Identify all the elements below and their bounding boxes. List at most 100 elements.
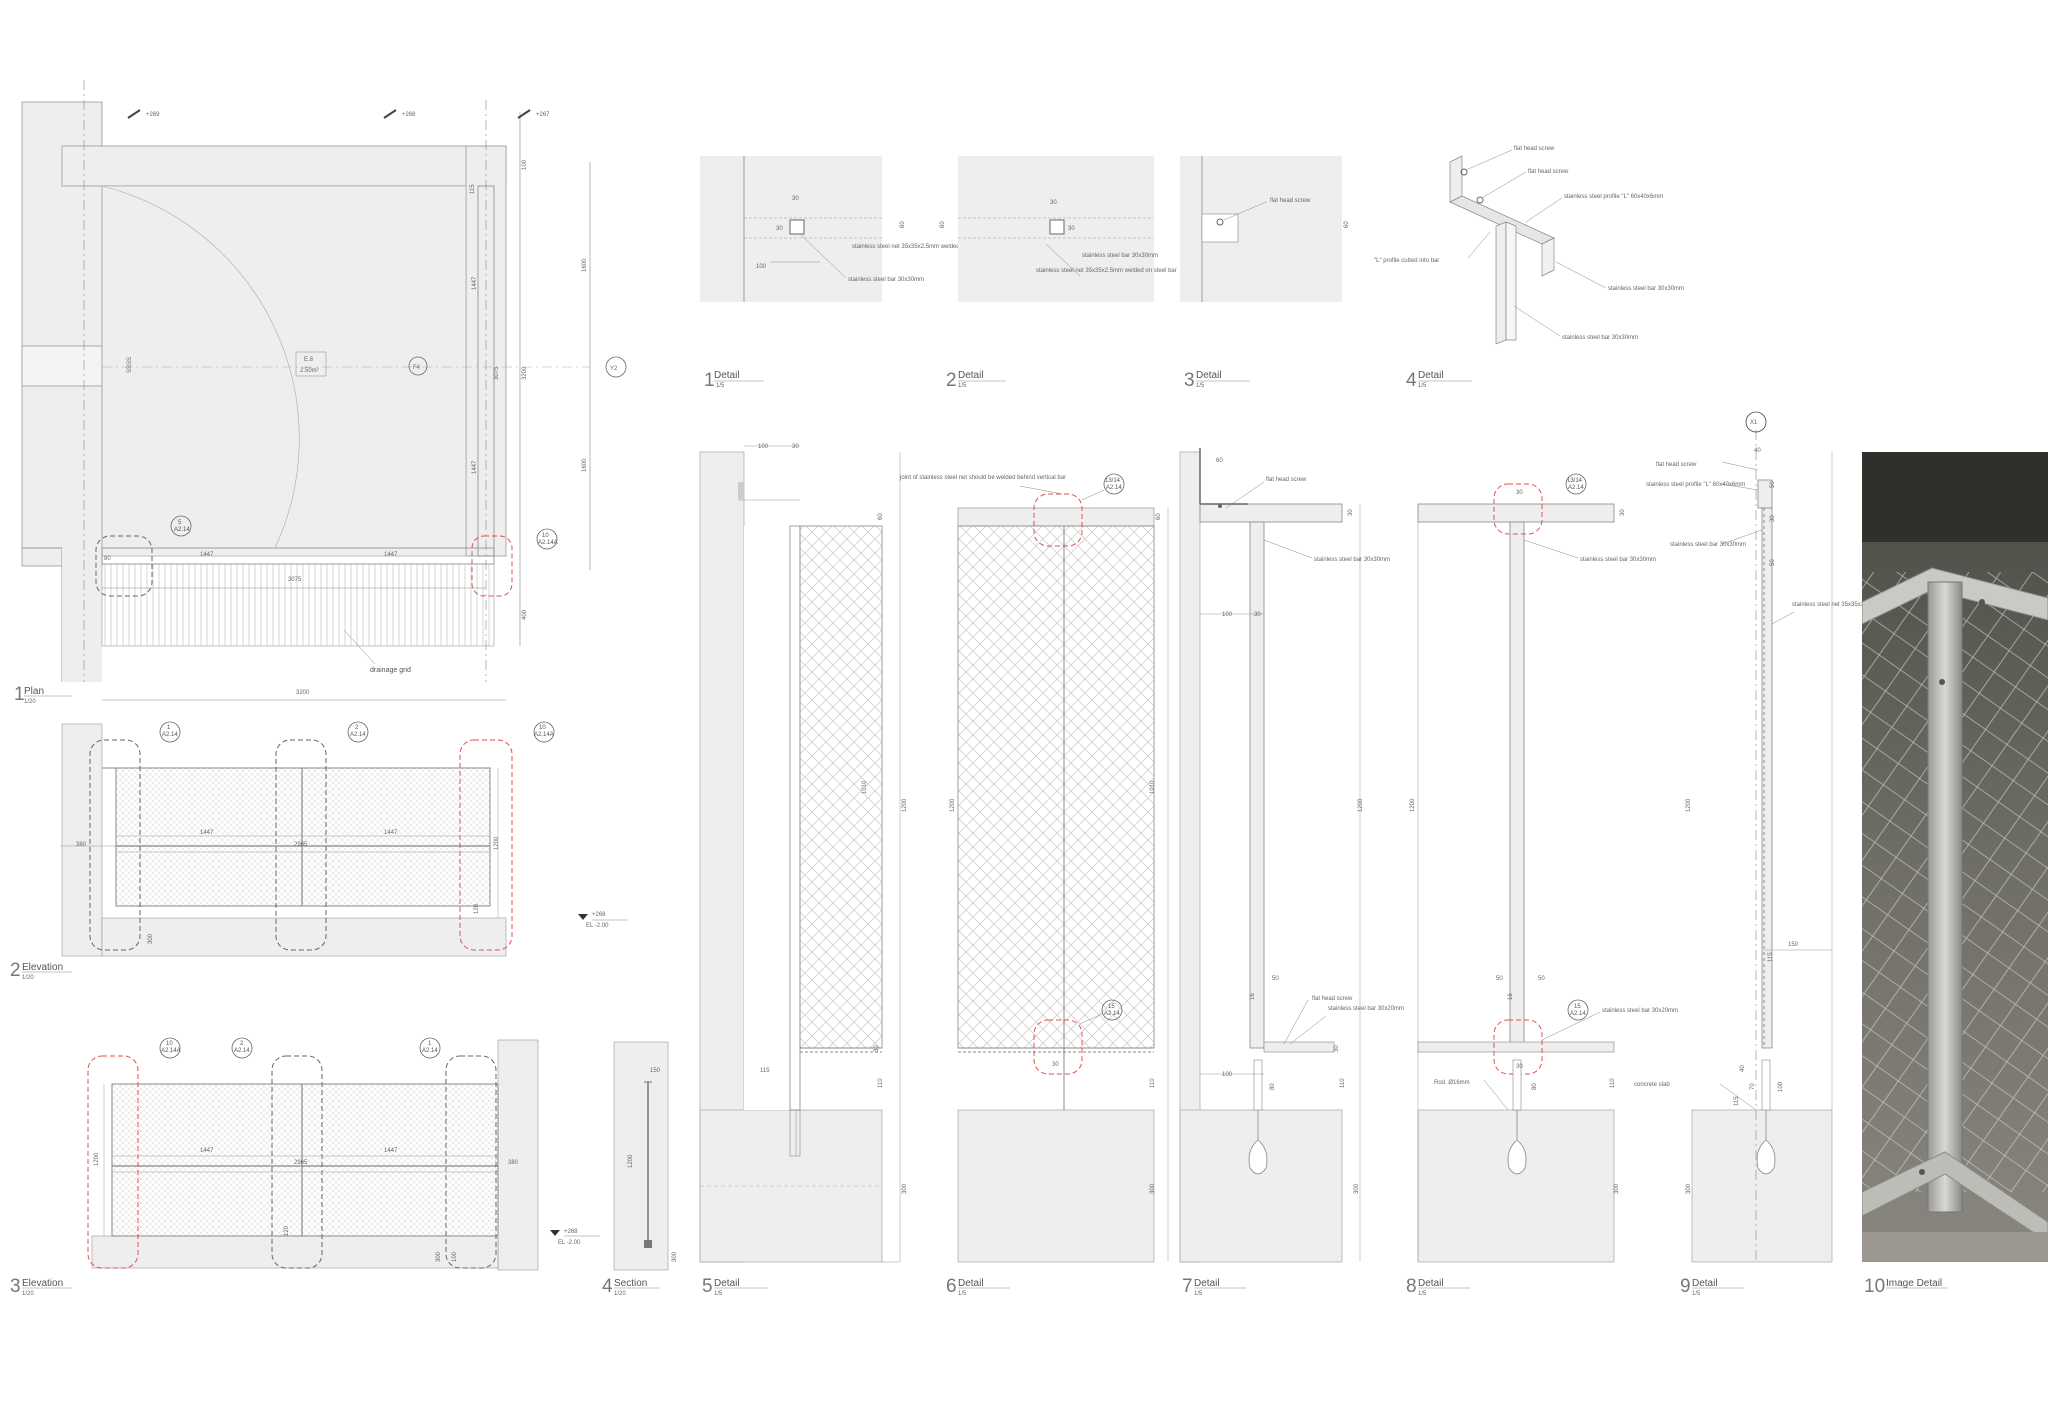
d1-note: stainless steel bar 30x30mm [848, 277, 924, 283]
d7-dim: 30 [1254, 612, 1261, 618]
title-scale: 1/20 [24, 699, 36, 705]
elev2-dim: 1447 [384, 830, 398, 836]
plan-dim: 3075 [288, 577, 302, 583]
title-number: 6 [946, 1276, 957, 1297]
title-block: 7 Detail 1/5 [1182, 1276, 1246, 1297]
elevation-3-labels: 10 A2.14A 2 A2.14 1 A2.14 1447 2965 1447… [94, 1041, 581, 1262]
detail-1-labels: 30 30 60 100 stainless steel net 35x35x2… [756, 196, 993, 283]
title-number: 5 [702, 1276, 713, 1297]
d8-tag-ref: A2.14 [1568, 485, 1584, 491]
d5-dim: 30 [792, 444, 799, 450]
d6-dim: 1200 [950, 798, 956, 812]
d2-dim: 30 [1068, 226, 1075, 232]
title-name: Plan [24, 686, 44, 697]
d7-dim: 30 [1334, 1045, 1340, 1052]
title-number: 4 [1406, 370, 1417, 391]
sect4-dim: 1200 [628, 1154, 634, 1168]
d9-dim: 115 [1734, 1096, 1740, 1106]
elev3-dim: 100 [452, 1251, 458, 1262]
plan-dim: 3075 [494, 366, 500, 380]
d8-tag-num: 15 [1574, 1004, 1581, 1010]
elev2-level: +268 [592, 912, 606, 918]
elev3-tag-num: 1 [428, 1041, 432, 1047]
elev3-tag-num: 10 [166, 1041, 173, 1047]
plan-drawing [21, 80, 627, 701]
d5-dim: 100 [758, 444, 769, 450]
section-4-drawing [613, 1041, 669, 1271]
title-scale: 1/5 [1418, 383, 1427, 389]
d9-dim: 40 [1740, 1065, 1746, 1072]
elev2-tag-ref: A2.14 [350, 732, 366, 738]
elev3-dim: 380 [508, 1160, 519, 1166]
d2-note: stainless steel bar 30x30mm [1082, 253, 1158, 259]
title-scale: 1/5 [1692, 1291, 1701, 1297]
section-4-labels: 150 1200 300 [628, 1068, 678, 1262]
d8-dim: 30 [1620, 509, 1626, 516]
detail-6-labels: joint of stainless steel net should be w… [899, 475, 1162, 1194]
d4-note: flat head screw [1514, 146, 1555, 152]
title-number: 1 [704, 370, 715, 391]
title-scale: 1/5 [1194, 1291, 1203, 1297]
plan-tag-ref: A2.14A [538, 540, 558, 546]
d6-tag-ref: A2.14 [1106, 485, 1122, 491]
detail-7-drawing [1179, 448, 1361, 1263]
d3-note: flat head screw [1270, 198, 1311, 204]
d9-axis: X1 [1750, 420, 1758, 426]
d1-dim: 60 [900, 221, 906, 228]
d8-dim: 50 [1496, 976, 1503, 982]
d2-dim: 30 [1050, 200, 1057, 206]
d6-dim: 30 [1052, 1062, 1059, 1068]
d5-dim: 300 [902, 1183, 908, 1194]
elev3-dim: 2965 [294, 1160, 308, 1166]
title-block: 9 Detail 1/5 [1680, 1276, 1744, 1297]
d6-dim: 60 [1156, 513, 1162, 520]
elev2-tag-num: 10 [539, 725, 546, 731]
plan-dim: 100 [522, 159, 528, 170]
plan-dim: 1600 [582, 258, 588, 272]
title-block: 2 Elevation 1/20 [10, 960, 72, 981]
elev3-dim: 1447 [384, 1148, 398, 1154]
d9-note: flat head screw [1656, 462, 1697, 468]
elev2-dim: 2965 [294, 842, 308, 848]
elev2-dim: 1447 [200, 830, 214, 836]
elev3-dim: 1447 [200, 1148, 214, 1154]
title-block: 3 Elevation 1/20 [10, 1276, 72, 1297]
title-name: Section [614, 1278, 647, 1289]
elev3-dim: 120 [284, 1225, 290, 1236]
d9-dim: 40 [1754, 448, 1761, 454]
title-block: 6 Detail 1/5 [946, 1276, 1010, 1297]
d1-note: stainless steel net 35x35x2.5mm welded o… [852, 244, 993, 250]
title-block: 1 Plan 1/20 [14, 684, 72, 705]
d6-dim: 300 [1150, 1183, 1156, 1194]
plan-dim: 3200 [522, 366, 528, 380]
d6-note: joint of stainless steel net should be w… [899, 475, 1066, 481]
title-scale: 1/20 [22, 1291, 34, 1297]
plan-dim: 1447 [200, 552, 214, 558]
detail-8-drawing [1417, 473, 1615, 1263]
title-block: 2 Detail 1/5 [946, 370, 1006, 391]
title-name: Detail [1196, 370, 1222, 381]
d2-dim: 60 [940, 221, 946, 228]
title-number: 8 [1406, 1276, 1417, 1297]
elev3-tag-ref: A2.14 [234, 1048, 250, 1054]
elev2-dim: 120 [474, 903, 480, 914]
title-scale: 1/5 [716, 383, 725, 389]
plan-dim: 1447 [384, 552, 398, 558]
d5-dim: 60 [878, 513, 884, 520]
title-number: 4 [602, 1276, 613, 1297]
title-block: 5 Detail 1/5 [702, 1276, 768, 1297]
title-name: Detail [714, 370, 740, 381]
sect4-dim: 150 [650, 1068, 661, 1074]
title-number: 9 [1680, 1276, 1691, 1297]
d1-dim: 100 [756, 264, 767, 270]
elev3-level: +268 [564, 1229, 578, 1235]
plan-dim: 1447 [472, 460, 478, 474]
plan-dim: 1600 [582, 458, 588, 472]
d4-note: stainless steel bar 30x30mm [1608, 286, 1684, 292]
detail-5-drawing [699, 445, 901, 1263]
elev3-tag-ref: A2.14 [422, 1048, 438, 1054]
title-name: Detail [1692, 1278, 1718, 1289]
d7-dim: 60 [1216, 458, 1223, 464]
d8-dim: 30 [1516, 1064, 1523, 1070]
